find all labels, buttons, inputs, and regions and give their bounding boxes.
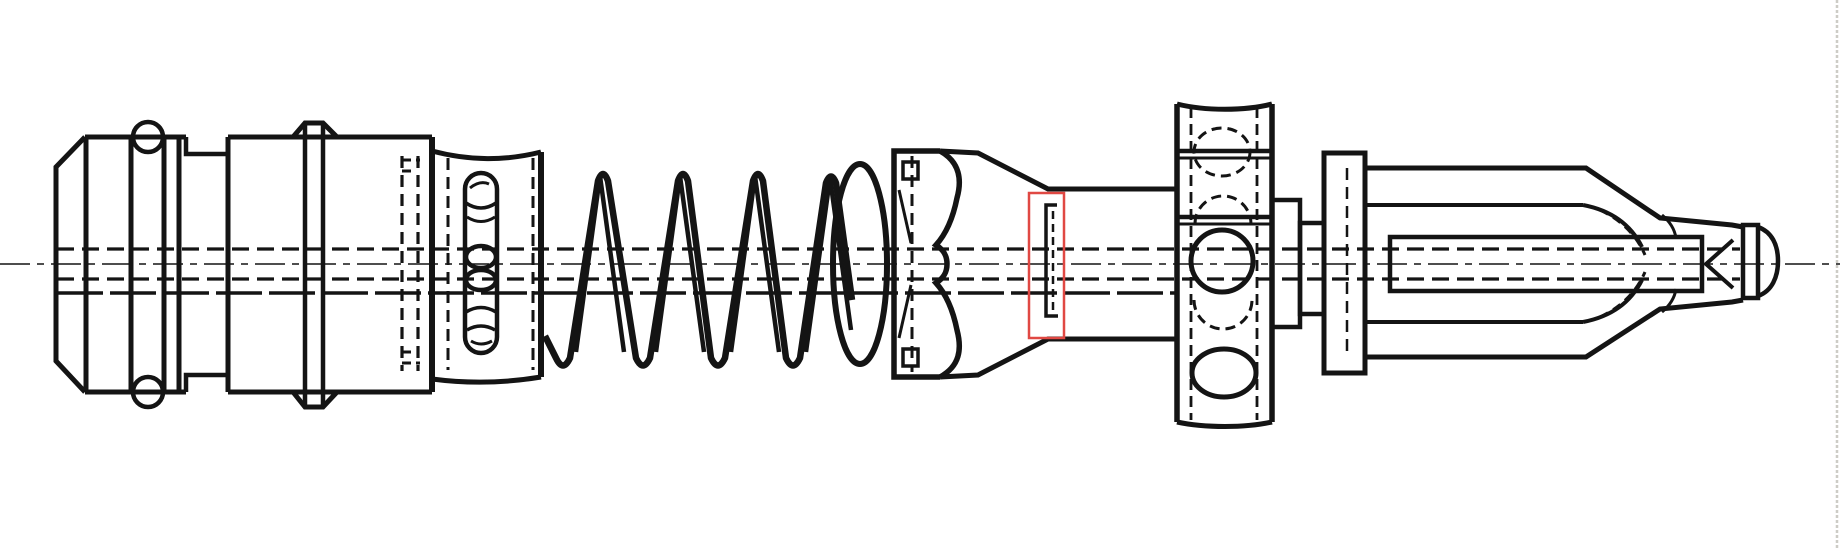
- seat-key-top: [901, 160, 920, 181]
- hidden-step-top: [402, 158, 420, 173]
- spring-back-coil-3: [728, 173, 782, 353]
- block-dashed-dome-upper: [1193, 194, 1253, 225]
- rib-ring-top: [291, 120, 339, 139]
- spring-seat: [891, 148, 963, 380]
- o-ring-top: [130, 119, 166, 155]
- inlet-coupling: [53, 119, 228, 410]
- spindle-outline: [1387, 234, 1705, 294]
- spring-end-coil: [830, 161, 890, 367]
- spring-back-coil-4: [803, 175, 854, 353]
- tip-cap: [1740, 222, 1781, 301]
- seat-key-bottom: [901, 347, 920, 368]
- groove-bracket: [1044, 203, 1058, 318]
- taper-top-profile: [939, 148, 1177, 192]
- capsule-arc-1: [469, 181, 490, 190]
- block-top-edge: [1176, 101, 1273, 112]
- nozzle-dashed-arc-top: [1599, 208, 1647, 256]
- nozzle-top-profile: [1365, 165, 1744, 230]
- valve-capsule: [462, 170, 500, 356]
- nozzle-dashed-arc-bottom: [1599, 271, 1647, 319]
- nozzle-cone-arc-bottom: [1582, 279, 1644, 324]
- barrel-taper: [939, 148, 1177, 380]
- spring-back-coil-1: [573, 173, 627, 353]
- seat-through-coil-top: [897, 189, 913, 244]
- hidden-step-bottom: [402, 350, 420, 365]
- seat-left-outline: [891, 148, 940, 380]
- plunger-spring: [542, 161, 890, 369]
- capsule-arc-3: [466, 215, 496, 223]
- centerlines: [0, 247, 1840, 295]
- check-ball: [1188, 227, 1256, 295]
- tip-collar: [1740, 222, 1761, 301]
- coupling-chamfer-outline: [53, 135, 87, 394]
- block-bottom-edge: [1176, 419, 1273, 429]
- fitting-block: [1174, 101, 1275, 429]
- taper-bottom-profile: [939, 336, 1177, 380]
- capsule-arc-4: [465, 305, 497, 314]
- spindle-seat-chevron: [1702, 238, 1735, 290]
- seat-through-coil-bottom: [897, 284, 913, 339]
- neck-bottom: [183, 372, 228, 392]
- check-valve-cage: [431, 148, 544, 385]
- seat-scallop-profile: [931, 148, 963, 380]
- valve-ball-lower: [463, 267, 499, 293]
- nozzle-cone-arc-top: [1582, 203, 1644, 248]
- neck-top: [183, 137, 228, 157]
- o-ring-bottom: [130, 374, 166, 410]
- capsule-arc-5: [466, 324, 496, 332]
- cage-bottom-edge: [431, 374, 542, 385]
- spacer-block-2: [1297, 220, 1327, 317]
- nozzle-spindle: [1387, 234, 1735, 294]
- highlight-box: [1027, 191, 1066, 340]
- retaining-washer: [1321, 150, 1368, 376]
- tip-dome: [1757, 224, 1781, 299]
- nozzle-bottom-profile: [1365, 297, 1744, 360]
- block-port-bottom: [1189, 346, 1259, 400]
- washer-outline: [1321, 150, 1368, 376]
- spring-back-coil-2: [653, 173, 707, 353]
- block-dashed-dome-lower: [1192, 299, 1254, 331]
- injector-body: [225, 120, 435, 410]
- capsule-arc-2: [465, 201, 497, 210]
- nozzle-body: [1365, 165, 1744, 360]
- capsule-arc-6: [470, 339, 493, 346]
- valve-ball-upper: [463, 243, 499, 271]
- rib-ring-bottom: [291, 390, 339, 410]
- cage-top-edge: [431, 148, 542, 162]
